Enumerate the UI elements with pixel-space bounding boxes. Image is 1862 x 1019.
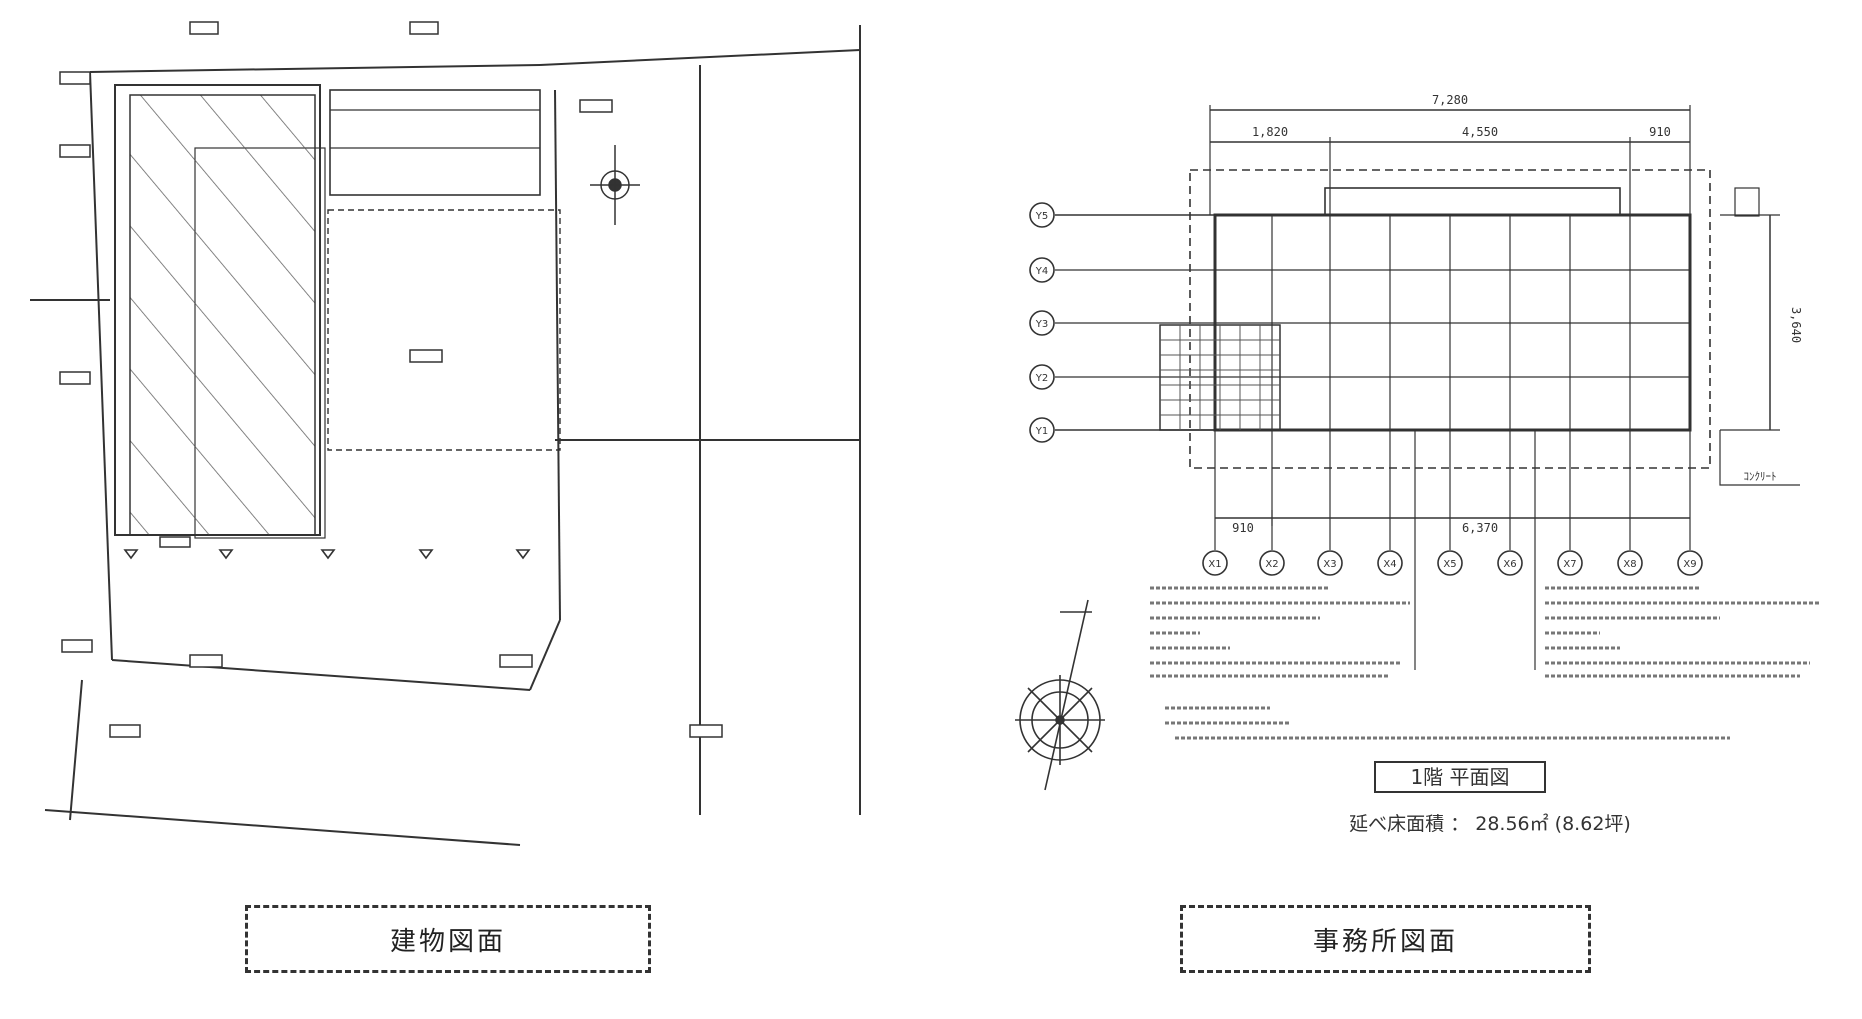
compass-icon: [1015, 599, 1105, 791]
triangle-markers: [123, 549, 531, 560]
callout-label: ｺﾝｸﾘｰﾄ: [1744, 470, 1777, 483]
plan-title: 1階 平面図: [1410, 765, 1509, 789]
axis-x2: X2: [1265, 559, 1278, 570]
building-drawing-caption: 建物図面: [245, 905, 651, 973]
dim-right: 3,640: [1789, 307, 1803, 343]
axis-y2: Y2: [1035, 373, 1048, 384]
building-drawing-caption-text: 建物図面: [389, 926, 506, 957]
stair-hatch: [1160, 325, 1280, 430]
axis-y3: Y3: [1035, 319, 1048, 330]
axis-y-bubbles: Y5 Y4 Y3 Y2 Y1: [1029, 202, 1055, 443]
axis-x3: X3: [1323, 559, 1336, 570]
site-plan: [30, 25, 861, 846]
dim-bottom-1: 910: [1232, 521, 1254, 535]
axis-x8: X8: [1623, 559, 1636, 570]
axis-y4: Y4: [1035, 266, 1048, 277]
site-labels: [59, 21, 723, 738]
floor-area: 延べ床面積 ： 28.56㎡ (8.62坪): [1349, 812, 1631, 835]
dim-bottom-2: 6,370: [1462, 521, 1498, 535]
axis-x9: X9: [1683, 559, 1696, 570]
axis-y1: Y1: [1035, 426, 1048, 437]
axis-x-bubbles: X1 X2 X3 X4 X5 X6 X7 X8 X9: [1202, 550, 1703, 576]
dim-top-1: 1,820: [1252, 125, 1288, 139]
axis-x5: X5: [1443, 559, 1456, 570]
plan-title-box: [1374, 761, 1546, 793]
axis-x1: X1: [1208, 559, 1221, 570]
dim-top-3: 910: [1649, 125, 1671, 139]
office-drawing-caption-text: 事務所図面: [1312, 926, 1458, 957]
office-drawing-caption: 事務所図面: [1180, 905, 1591, 973]
axis-x7: X7: [1563, 559, 1576, 570]
hatched-building-area: [130, 95, 315, 535]
dim-top-2: 4,550: [1462, 125, 1498, 139]
overall-width-dim: 7,280: [1432, 93, 1468, 107]
note-blocks: [1150, 586, 1820, 740]
north-arrow-left: [590, 145, 640, 225]
axis-x6: X6: [1503, 559, 1516, 570]
office-plan: [1055, 105, 1800, 670]
axis-x4: X4: [1383, 559, 1396, 570]
axis-y5: Y5: [1035, 211, 1048, 222]
